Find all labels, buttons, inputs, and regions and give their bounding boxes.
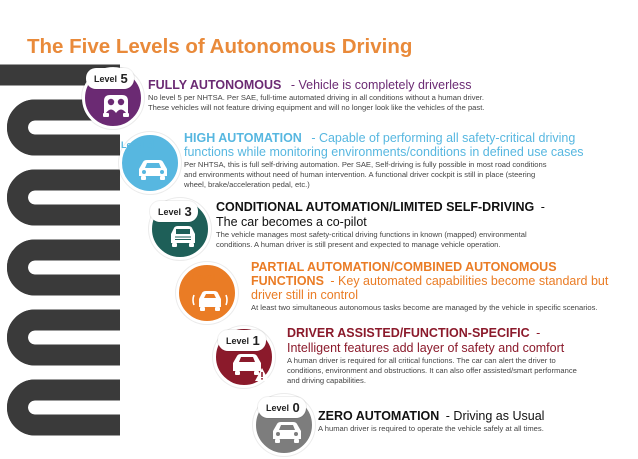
car-icon [233,354,261,375]
level-number: 5 [120,71,128,86]
level-2-subtitle: Key automated capabilities become standa… [338,274,609,288]
level-2-heading-2: FUNCTIONS [251,274,324,288]
level-4-subtitle: Capable of performing all safety-critica… [318,131,576,145]
level-label: Level [266,403,290,413]
level-2-heading: PARTIAL AUTOMATION/COMBINED AUTONOMOUS [251,260,557,274]
car-with-signals-icon [192,291,228,311]
level-2-badge [176,262,238,324]
car-with-sensors-icon [171,226,195,247]
level-4-heading: HIGH AUTOMATION [184,131,302,145]
level-0-description: A human driver is required to operate th… [318,424,544,433]
car-icon [273,422,301,443]
level-number: 4 [147,137,155,152]
level-label: Level [94,74,118,84]
warning-icon [255,368,269,381]
level-label: Level [121,140,145,150]
car-with-people-icon [103,95,129,117]
level-5-description: No level 5 per NHTSA. Per SAE, full-time… [148,93,485,112]
level-4-tag: Level 4 [113,134,161,155]
level-label: Level [192,272,216,282]
car-icon [139,160,167,180]
level-3-heading: CONDITIONAL AUTOMATION/LIMITED SELF-DRIV… [216,200,535,214]
level-1-subtitle: Intelligent features add layer of safety… [287,341,565,355]
level-3-heading-line: CONDITIONAL AUTOMATION/LIMITED SELF-DRIV… [216,200,545,214]
level-2-subtitle-2: driver still in control [251,288,358,302]
level-2-description: At least two simultaneous autonomous tas… [251,303,598,312]
level-number: 2 [218,269,226,284]
level-number: 3 [184,204,192,219]
level-0-heading-line: ZERO AUTOMATION - Driving as Usual [318,409,545,423]
level-label: Level [226,336,250,346]
level-2-heading-line: PARTIAL AUTOMATION/COMBINED AUTONOMOUS [251,260,608,274]
level-0-text: ZERO AUTOMATION - Driving as Usual A hum… [318,409,544,434]
level-0-heading: ZERO AUTOMATION [318,409,440,423]
level-1-tag: Level 1 [218,330,266,351]
level-4-heading-line: HIGH AUTOMATION - Capable of performing … [184,131,576,145]
level-3-text: CONDITIONAL AUTOMATION/LIMITED SELF-DRIV… [216,200,545,250]
level-1-heading: DRIVER ASSISTED/FUNCTION-SPECIFIC [287,326,530,340]
level-0-tag: Level 0 [258,397,306,418]
level-2-text: PARTIAL AUTOMATION/COMBINED AUTONOMOUS F… [251,260,608,313]
level-1-description: A human driver is required for all criti… [287,356,577,385]
level-3-subtitle: The car becomes a co-pilot [216,215,367,229]
level-number: 0 [292,400,300,415]
level-1-text: DRIVER ASSISTED/FUNCTION-SPECIFIC - Inte… [287,326,577,386]
level-2-heading-line-2: FUNCTIONS - Key automated capabilities b… [251,274,609,288]
level-2-tag: Level 2 [184,266,232,287]
level-5-heading: FULLY AUTONOMOUS [148,78,282,92]
level-0-subtitle: Driving as Usual [453,409,545,423]
level-5-text: FULLY AUTONOMOUS - Vehicle is completely… [148,78,484,113]
level-5-subtitle: Vehicle is completely driverless [298,78,472,92]
level-1-heading-line: DRIVER ASSISTED/FUNCTION-SPECIFIC - [287,326,541,340]
level-4-text: HIGH AUTOMATION - Capable of performing … [184,131,584,190]
level-5-heading-line: FULLY AUTONOMOUS - Vehicle is completely… [148,78,472,92]
level-4-description: Per NHTSA, this is full self-driving aut… [184,160,547,189]
level-number: 1 [252,333,260,348]
diagram-title: The Five Levels of Autonomous Driving [27,35,413,58]
level-label: Level [158,207,182,217]
level-4-subtitle-2: functions while monitoring environments/… [184,145,584,159]
level-5-tag: Level 5 [86,68,134,89]
level-4-badge [119,132,181,194]
level-3-tag: Level 3 [150,201,198,222]
level-3-description: The vehicle manages most safety-critical… [216,230,527,249]
